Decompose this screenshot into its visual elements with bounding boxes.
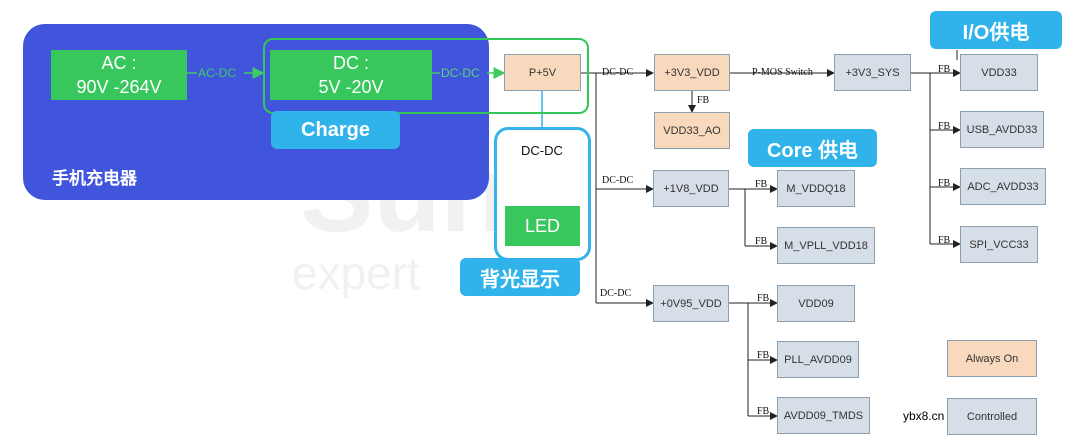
legend-always-on: Always On	[947, 340, 1037, 377]
node-spi-vcc33: SPI_VCC33	[960, 226, 1038, 263]
node-avdd09-tmds: AVDD09_TMDS	[777, 397, 870, 434]
ac-line1: AC :	[101, 53, 137, 73]
charger-label: 手机充电器	[52, 169, 137, 188]
node-vdd09: VDD09	[777, 285, 855, 322]
node-3v3-vdd: +3V3_VDD	[654, 54, 730, 91]
fb-label-tmds: FB	[757, 406, 770, 417]
dc-box: DC : 5V -20V	[270, 50, 432, 100]
node-vdd33-ao: VDD33_AO	[654, 112, 730, 149]
charge-tag: Charge	[271, 111, 400, 149]
led-label: LED	[524, 216, 560, 236]
node-vdd33: VDD33	[960, 54, 1038, 91]
dcdc-label-3v3: DC-DC	[602, 67, 634, 78]
io-tag: I/O供电	[930, 11, 1062, 49]
fb-label-mvddq: FB	[755, 179, 768, 190]
dc-line2: 5V -20V	[318, 77, 384, 97]
fb-label-ao: FB	[697, 95, 710, 106]
fb-label-vdd09: FB	[757, 293, 770, 304]
ac-dc-label: AC-DC	[198, 66, 236, 80]
ac-box: AC : 90V -264V	[51, 50, 187, 100]
node-pll-avdd09: PLL_AVDD09	[777, 341, 859, 378]
fb-label-usb: FB	[938, 121, 951, 132]
node-p5v: P+5V	[504, 54, 581, 91]
fb-label-pll: FB	[757, 350, 770, 361]
core-tag: Core 供电	[748, 129, 877, 167]
dcdc-label-1v8: DC-DC	[602, 175, 634, 186]
dcdc-label-0v95: DC-DC	[600, 288, 632, 299]
dc-line1: DC :	[333, 53, 369, 73]
node-0v95-vdd: +0V95_VDD	[653, 285, 729, 322]
pmos-label: P-MOS Switch	[752, 67, 813, 78]
site-watermark: ybx8.cn	[903, 409, 945, 423]
fb-label-vdd33: FB	[938, 64, 951, 75]
node-m-vpll-vdd18: M_VPLL_VDD18	[777, 227, 875, 264]
ac-line2: 90V -264V	[76, 77, 162, 97]
charge-outline	[263, 38, 589, 114]
fb-label-spi: FB	[938, 235, 951, 246]
led-box: LED	[505, 206, 580, 246]
node-m-vddq18: M_VDDQ18	[777, 170, 855, 207]
node-3v3-sys: +3V3_SYS	[834, 54, 911, 91]
node-1v8-vdd: +1V8_VDD	[653, 170, 729, 207]
node-usb-avdd33: USB_AVDD33	[960, 111, 1044, 148]
legend-controlled: Controlled	[947, 398, 1037, 435]
fb-label-mvpll: FB	[755, 236, 768, 247]
fb-label-adc: FB	[938, 178, 951, 189]
backlight-dcdc-label: DC-DC	[521, 143, 563, 158]
backlight-tag: 背光显示	[460, 258, 580, 296]
node-adc-avdd33: ADC_AVDD33	[960, 168, 1046, 205]
dc-dc-green-label: DC-DC	[441, 66, 480, 80]
